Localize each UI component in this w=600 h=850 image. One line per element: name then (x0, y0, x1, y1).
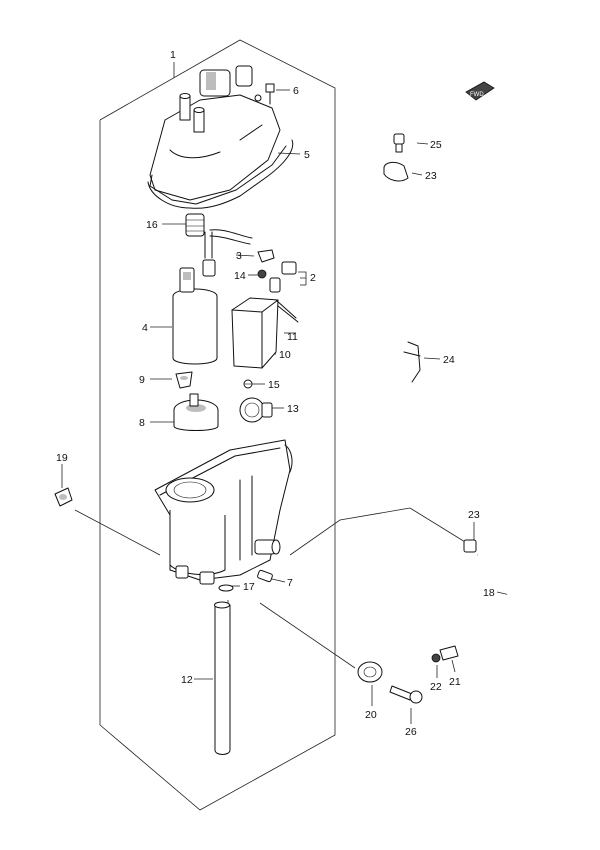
filter-pad-10 (231, 297, 299, 369)
callout-24: 24 (443, 354, 455, 366)
pressure-regulator-13 (239, 397, 273, 423)
callout-21: 21 (449, 676, 461, 688)
hose-routing-lines (74, 507, 471, 669)
callout-22: 22 (430, 681, 442, 693)
callout-8: 8 (139, 417, 145, 429)
callout-3: 3 (236, 250, 242, 262)
callout-23-upper: 23 (425, 170, 437, 182)
clip-and-terminals (209, 229, 297, 293)
callout-1: 1 (170, 49, 176, 61)
callout-15: 15 (268, 379, 280, 391)
callout-23-lower: 23 (468, 509, 480, 521)
callout-4: 4 (142, 322, 148, 334)
fuel-pump-4 (172, 231, 218, 365)
callout-26: 26 (405, 726, 417, 738)
grommet-20 (357, 661, 383, 683)
callout-10: 10 (279, 349, 291, 361)
pump-bracket-8 (173, 393, 219, 431)
callout-13: 13 (287, 403, 299, 415)
pump-housing (154, 439, 293, 585)
callout-16: 16 (146, 219, 158, 231)
callout-2: 2 (310, 272, 316, 284)
return-hose-18 (431, 539, 518, 663)
callout-9: 9 (139, 374, 145, 386)
o-ring-17 (218, 584, 234, 592)
hose-12 (214, 601, 231, 755)
callout-18: 18 (483, 587, 495, 599)
callout-6: 6 (293, 85, 299, 97)
callout-5: 5 (304, 149, 310, 161)
grommet-19 (54, 487, 73, 507)
callout-20: 20 (365, 709, 377, 721)
callout-17: 17 (243, 581, 255, 593)
callout-19: 19 (56, 452, 68, 464)
pump-cover (147, 65, 294, 209)
callout-labels: 1 2 3 4 5 6 7 8 9 10 11 12 13 14 15 16 1… (56, 49, 495, 738)
fwd-label: FWD (470, 92, 484, 98)
fwd-direction-icon: FWD (465, 81, 495, 101)
grommet-16 (185, 213, 205, 237)
leader-lines (61, 62, 511, 724)
assembly-boundary (99, 39, 336, 811)
callout-12: 12 (181, 674, 193, 686)
filter-9 (175, 371, 193, 389)
clamp-25-23 (383, 133, 409, 182)
callout-25: 25 (430, 139, 442, 151)
callout-14: 14 (234, 270, 246, 282)
bolt-26 (389, 685, 423, 704)
bolt-7 (257, 569, 273, 583)
callout-7: 7 (287, 577, 293, 589)
screw-15 (243, 379, 253, 389)
bracket-24 (403, 341, 421, 383)
callout-11: 11 (287, 331, 298, 343)
